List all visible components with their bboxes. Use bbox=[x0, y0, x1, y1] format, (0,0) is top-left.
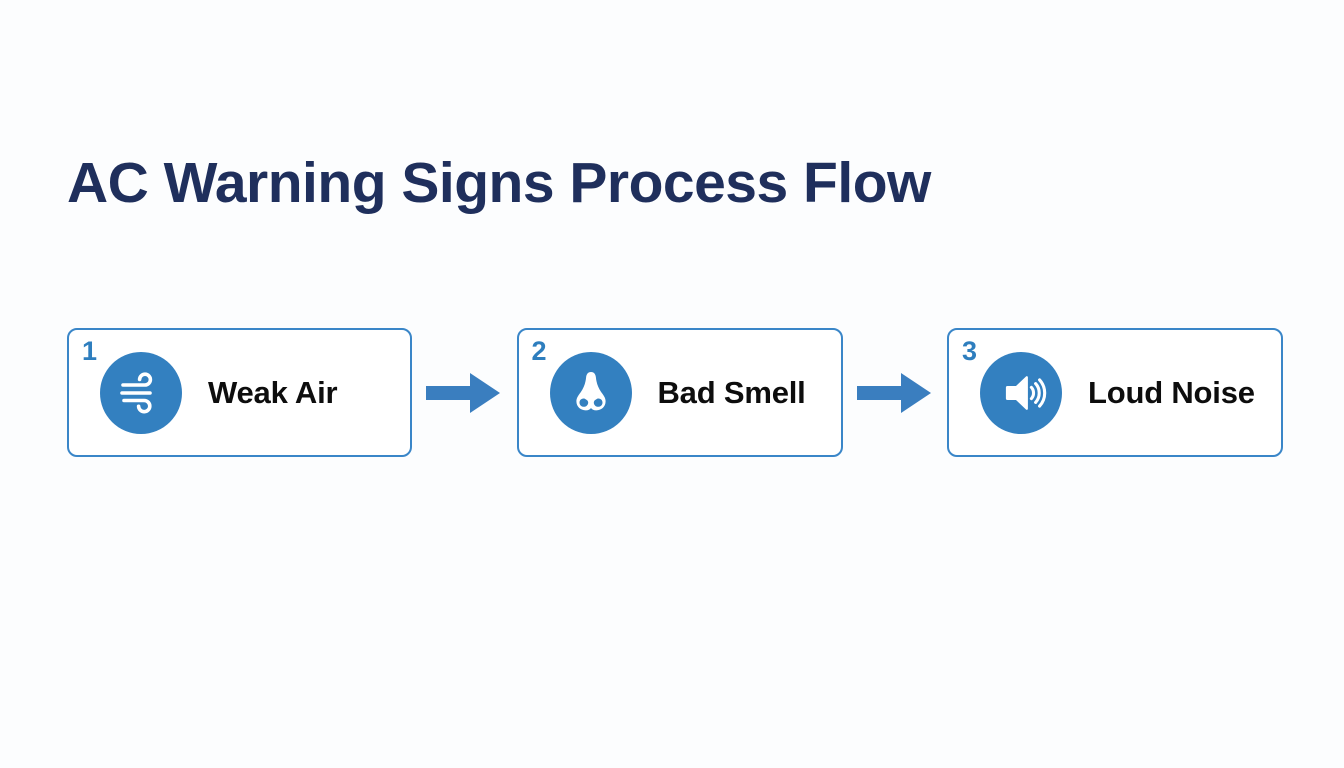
step-number-badge: 2 bbox=[531, 336, 547, 366]
flow-step-card-3[interactable]: 3 Loud Noise bbox=[947, 328, 1283, 457]
wind-icon bbox=[100, 351, 182, 434]
step-number-badge: 3 bbox=[962, 336, 978, 366]
nose-icon bbox=[549, 351, 632, 434]
step-label: Bad Smell bbox=[657, 374, 806, 410]
arrow-right-icon bbox=[856, 367, 934, 419]
flow-step-card-1[interactable]: 1 Weak Air bbox=[67, 328, 412, 457]
arrow-right-icon bbox=[425, 367, 503, 419]
volume-loud-icon bbox=[980, 351, 1062, 434]
step-label: Weak Air bbox=[208, 374, 338, 410]
process-flow-row: 1 Weak Air 2 bbox=[67, 328, 1283, 457]
step-number-badge: 1 bbox=[82, 336, 98, 366]
page-title: AC Warning Signs Process Flow bbox=[67, 151, 931, 215]
step-label: Loud Noise bbox=[1088, 374, 1255, 410]
flow-step-card-2[interactable]: 2 Bad Smell bbox=[516, 328, 843, 457]
